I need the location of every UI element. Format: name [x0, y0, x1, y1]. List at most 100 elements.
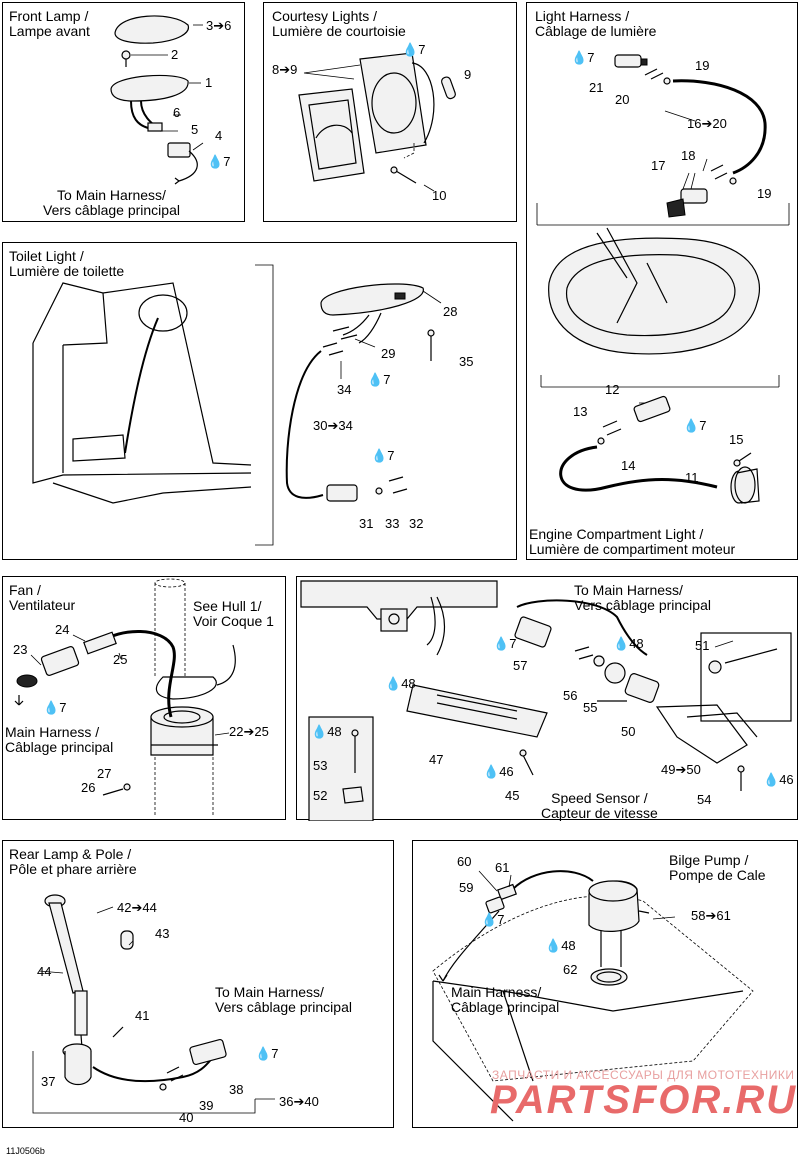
- panel-bilge-pump: 60 61 Bilge Pump / Pompe de Cale 59 7 58…: [412, 840, 798, 1128]
- callout-7: 7: [43, 701, 66, 715]
- callout-25: 25: [113, 652, 128, 667]
- callout-4: 4: [215, 128, 223, 143]
- callout-11: 11: [685, 470, 699, 485]
- callout-49-50: 49➔50: [661, 762, 701, 777]
- panel-toilet-light: Toilet Light / Lumière de toilette 28 29…: [2, 242, 517, 560]
- callout-15: 15: [729, 432, 744, 447]
- callout-37: 37: [41, 1074, 56, 1089]
- callout-19b: 19: [757, 186, 772, 201]
- callout-5: 5: [191, 122, 199, 137]
- callout-28: 28: [443, 304, 458, 319]
- callout-32: 32: [409, 516, 424, 531]
- callout-47: 47: [429, 752, 444, 767]
- callout-14: 14: [621, 458, 636, 473]
- see-hull-note: See Hull 1/ Voir Coque 1: [193, 598, 274, 629]
- callout-48c-text: 48: [327, 724, 342, 739]
- callout-31: 31: [359, 516, 374, 531]
- callout-54: 54: [697, 792, 712, 807]
- callout-29: 29: [381, 346, 396, 361]
- bilge-title: Bilge Pump / Pompe de Cale: [669, 852, 766, 883]
- callout-57: 57: [513, 658, 528, 673]
- callout-7a-text: 7: [383, 372, 391, 387]
- callout-24: 24: [55, 622, 70, 637]
- speed-to-main: To Main Harness/ Vers câblage principal: [574, 582, 711, 613]
- callout-46b: 46: [763, 773, 793, 787]
- diagram-code: 11J0506b: [6, 1146, 45, 1156]
- callout-55: 55: [583, 700, 598, 715]
- callout-7: 7: [255, 1047, 278, 1061]
- callout-58-61: 58➔61: [691, 908, 731, 923]
- callout-17: 17: [651, 158, 666, 173]
- callout-13: 13: [573, 404, 588, 419]
- callout-60: 60: [457, 854, 472, 869]
- callout-48a-text: 48: [629, 636, 644, 651]
- callout-45: 45: [505, 788, 520, 803]
- callout-42-44: 42➔44: [117, 900, 157, 915]
- callout-44: 44: [37, 964, 52, 979]
- callout-19: 19: [695, 58, 710, 73]
- callout-22-25: 22➔25: [229, 724, 269, 739]
- panel-title: Fan / Ventilateur: [9, 582, 76, 613]
- callout-41: 41: [135, 1008, 150, 1023]
- courtesy-lights-drawing: [298, 52, 456, 192]
- callout-7: 7: [207, 155, 230, 169]
- bilge-pump-drawing: [432, 870, 754, 1122]
- rear-lamp-drawing: [32, 894, 275, 1114]
- callout-6: 6: [173, 105, 181, 120]
- callout-36-40: 36➔40: [279, 1094, 319, 1109]
- callout-7b: 7: [683, 419, 706, 433]
- callout-48: 48: [545, 938, 576, 953]
- panel-courtesy-lights: Courtesy Lights / Lumière de courtoisie …: [263, 2, 517, 222]
- light-harness-drawing: [536, 54, 790, 504]
- callout-7-text: 7: [418, 42, 426, 57]
- watermark-logo: PARTSFOR.RU: [490, 1078, 798, 1122]
- speed-sensor-title: Speed Sensor / Capteur de vitesse: [541, 790, 658, 821]
- callout-10: 10: [432, 188, 447, 203]
- fan-drawing: [14, 578, 236, 817]
- panel-title: Courtesy Lights / Lumière de courtoisie: [272, 8, 406, 39]
- callout-39: 39: [199, 1098, 214, 1113]
- speed-sensor-drawing: [300, 580, 792, 821]
- callout-7b-text: 7: [699, 418, 707, 433]
- callout-7-text: 7: [587, 50, 595, 65]
- callout-3-6: 3➔6: [206, 18, 232, 33]
- rear-to-main: To Main Harness/ Vers câblage principal: [215, 984, 352, 1015]
- panel-light-harness: Light Harness / Câblage de lumière 7 19 …: [526, 2, 798, 560]
- front-lamp-drawing: [110, 15, 204, 185]
- watermark-text: ЗАПЧАСТИ И АКСЕССУАРЫ ДЛЯ МОТОТЕХНИКИ: [492, 1068, 795, 1082]
- panel-title: Toilet Light / Lumière de toilette: [9, 248, 125, 279]
- callout-38: 38: [229, 1082, 244, 1097]
- panel-front-lamp: Front Lamp / Lampe avant 3➔6 2 1 6 5 4 7…: [2, 2, 245, 222]
- callout-1: 1: [205, 75, 213, 90]
- callout-48b: 48: [385, 677, 415, 691]
- callout-50: 50: [621, 724, 636, 739]
- callout-2: 2: [171, 47, 179, 62]
- bilge-main-harness: Main Harness/ Câblage principal: [451, 984, 560, 1015]
- callout-61: 61: [495, 860, 510, 875]
- fan-main-harness: Main Harness / Câblage principal: [5, 724, 114, 755]
- toilet-light-drawing: [32, 264, 442, 546]
- callout-26: 26: [81, 780, 96, 795]
- callout-7a: 7: [367, 373, 390, 387]
- callout-30-34: 30➔34: [313, 418, 353, 433]
- callout-48c: 48: [311, 724, 342, 739]
- callout-43: 43: [155, 926, 170, 941]
- panel-speed-sensor: To Main Harness/ Vers câblage principal …: [296, 576, 798, 821]
- callout-23: 23: [13, 642, 28, 657]
- callout-48-text: 48: [561, 938, 576, 953]
- callout-7: 7: [493, 637, 516, 651]
- callout-9: 9: [464, 67, 472, 82]
- callout-46a: 46: [483, 765, 513, 779]
- engine-compartment-caption: Engine Compartment Light / Lumière de co…: [529, 526, 736, 557]
- callout-51: 51: [695, 638, 710, 653]
- callout-27: 27: [97, 766, 112, 781]
- callout-18: 18: [681, 148, 696, 163]
- callout-34: 34: [337, 382, 352, 397]
- callout-33: 33: [385, 516, 400, 531]
- note-to-main-harness: To Main Harness/ Vers câblage principal: [43, 187, 180, 218]
- callout-62: 62: [563, 962, 578, 977]
- callout-56: 56: [563, 688, 578, 703]
- callout-7b-text: 7: [387, 448, 395, 463]
- callout-21: 21: [589, 80, 604, 95]
- callout-48a: 48: [613, 636, 644, 651]
